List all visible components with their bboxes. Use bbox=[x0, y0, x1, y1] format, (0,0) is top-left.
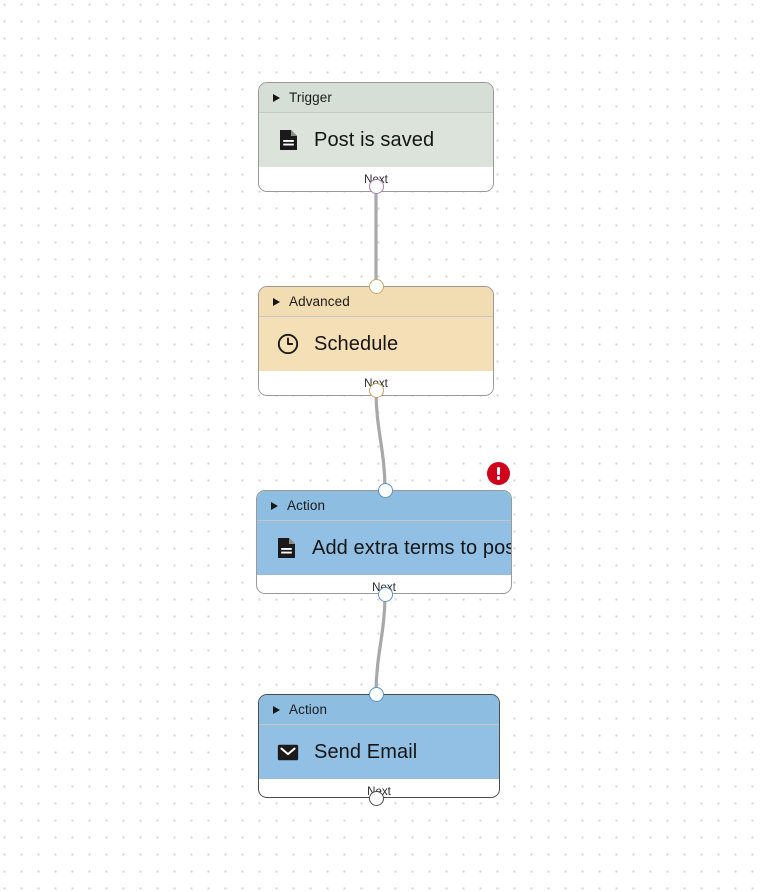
node-title: Send Email bbox=[314, 740, 418, 763]
node-header-label: Action bbox=[289, 702, 328, 717]
node-title: Add extra terms to post bbox=[312, 536, 512, 559]
chevron-right-icon[interactable] bbox=[273, 93, 280, 102]
input-port-action-send-email[interactable] bbox=[368, 686, 384, 702]
output-port-advanced-schedule[interactable] bbox=[368, 382, 384, 398]
node-trigger-post-is-saved[interactable]: Trigger Post is saved Next bbox=[258, 82, 494, 192]
node-action-add-extra-terms-to-post[interactable]: Action Add extra terms to post Next bbox=[256, 490, 512, 594]
error-badge[interactable] bbox=[487, 462, 510, 485]
chevron-right-icon[interactable] bbox=[273, 705, 280, 714]
node-title: Schedule bbox=[314, 332, 399, 355]
node-header[interactable]: Action bbox=[259, 695, 499, 724]
output-port-trigger-post-is-saved[interactable] bbox=[368, 178, 384, 194]
clock-icon bbox=[277, 333, 299, 355]
chevron-right-icon[interactable] bbox=[273, 297, 280, 306]
node-header-label: Advanced bbox=[289, 294, 350, 309]
envelope-icon bbox=[277, 741, 299, 763]
node-header-label: Action bbox=[287, 498, 326, 513]
node-divider bbox=[259, 316, 493, 317]
node-header-label: Trigger bbox=[289, 90, 332, 105]
node-advanced-schedule[interactable]: Advanced Schedule Next bbox=[258, 286, 494, 396]
exclamation-mark-icon bbox=[496, 467, 501, 475]
connector-action-add-terms-to-send-email-path bbox=[374, 592, 387, 696]
node-title: Post is saved bbox=[314, 128, 435, 151]
exclamation-dot-icon bbox=[496, 476, 501, 480]
output-port-action-send-email[interactable] bbox=[368, 790, 384, 806]
output-port-action-add-extra-terms-to-post[interactable] bbox=[377, 586, 393, 602]
node-action-send-email[interactable]: Action Send Email Next bbox=[258, 694, 500, 798]
node-divider bbox=[259, 724, 499, 725]
node-body[interactable]: Post is saved bbox=[259, 113, 493, 167]
connector-advanced-to-action-add-terms-path bbox=[374, 388, 387, 492]
chevron-right-icon[interactable] bbox=[271, 501, 278, 510]
document-icon bbox=[277, 129, 299, 151]
node-divider bbox=[259, 112, 493, 113]
node-body[interactable]: Send Email bbox=[259, 725, 499, 779]
node-header[interactable]: Trigger bbox=[259, 83, 493, 112]
node-body[interactable]: Schedule bbox=[259, 317, 493, 371]
document-icon bbox=[275, 537, 297, 559]
node-body[interactable]: Add extra terms to post bbox=[257, 521, 511, 575]
node-divider bbox=[257, 520, 511, 521]
input-port-advanced-schedule[interactable] bbox=[368, 278, 384, 294]
input-port-action-add-extra-terms-to-post[interactable] bbox=[377, 482, 393, 498]
